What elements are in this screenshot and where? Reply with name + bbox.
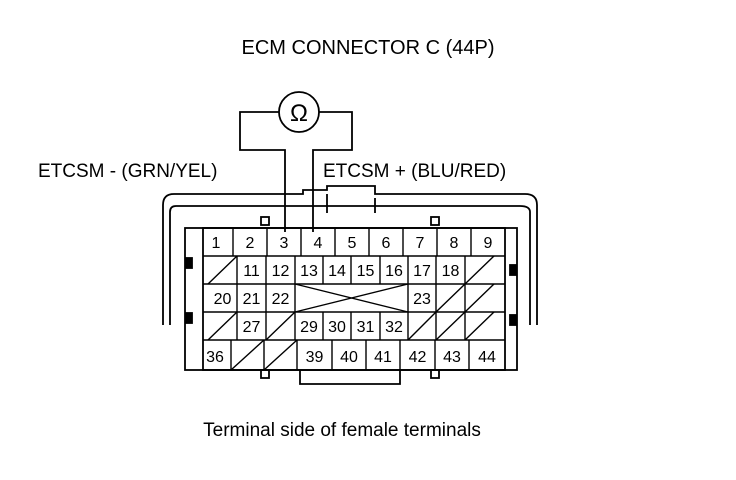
terminal-4: 4 <box>314 235 323 252</box>
terminal-44: 44 <box>478 349 496 366</box>
terminal-23: 23 <box>413 291 431 308</box>
blank-cavity <box>263 339 298 371</box>
terminal-16: 16 <box>385 263 403 280</box>
probe-wire-negative <box>239 111 286 232</box>
probe-positive-label: ETCSM + (BLU/RED) <box>323 161 507 182</box>
terminal-30: 30 <box>328 319 346 336</box>
blank-cavity <box>464 255 495 285</box>
terminal-13: 13 <box>300 263 318 280</box>
terminal-9: 9 <box>484 235 493 252</box>
terminal-42: 42 <box>409 349 427 366</box>
blank-cavity <box>294 283 409 313</box>
terminal-6: 6 <box>382 235 391 252</box>
terminal-40: 40 <box>340 349 358 366</box>
blank-cavity <box>207 311 238 341</box>
terminal-20: 20 <box>214 291 232 308</box>
caption: Terminal side of female terminals <box>203 420 481 441</box>
terminal-8: 8 <box>450 235 459 252</box>
terminal-27: 27 <box>243 319 261 336</box>
terminal-31: 31 <box>357 319 375 336</box>
ohm-symbol: Ω <box>290 100 308 127</box>
terminal-29: 29 <box>300 319 318 336</box>
ohmmeter-icon: Ω <box>278 91 320 133</box>
terminal-5: 5 <box>348 235 357 252</box>
terminal-2: 2 <box>246 235 255 252</box>
blank-cavity <box>464 283 495 313</box>
terminal-32: 32 <box>385 319 403 336</box>
terminal-14: 14 <box>328 263 346 280</box>
terminal-1: 1 <box>212 235 221 252</box>
terminal-17: 17 <box>413 263 431 280</box>
diagram-title: ECM CONNECTOR C (44P) <box>241 37 495 59</box>
terminal-22: 22 <box>272 291 290 308</box>
connector-outer-shell <box>162 185 538 325</box>
terminal-11: 11 <box>243 263 260 280</box>
terminal-3: 3 <box>280 235 289 252</box>
connector-inner-shell <box>169 205 531 325</box>
terminal-36: 36 <box>206 349 224 366</box>
blank-cavity <box>464 311 495 341</box>
blank-cavity <box>435 283 466 313</box>
blank-cavity <box>435 311 466 341</box>
terminal-18: 18 <box>442 263 460 280</box>
terminal-7: 7 <box>416 235 425 252</box>
blank-cavity <box>407 311 437 341</box>
probe-negative-label: ETCSM - (GRN/YEL) <box>38 161 218 182</box>
terminal-12: 12 <box>272 263 290 280</box>
terminal-41: 41 <box>374 349 392 366</box>
blank-cavity <box>230 339 265 371</box>
terminal-39: 39 <box>306 349 324 366</box>
probe-wire-positive <box>312 111 353 232</box>
blank-cavity <box>207 255 238 285</box>
terminal-15: 15 <box>357 263 375 280</box>
terminal-21: 21 <box>243 291 261 308</box>
blank-cavity <box>265 311 296 341</box>
terminal-43: 43 <box>443 349 461 366</box>
